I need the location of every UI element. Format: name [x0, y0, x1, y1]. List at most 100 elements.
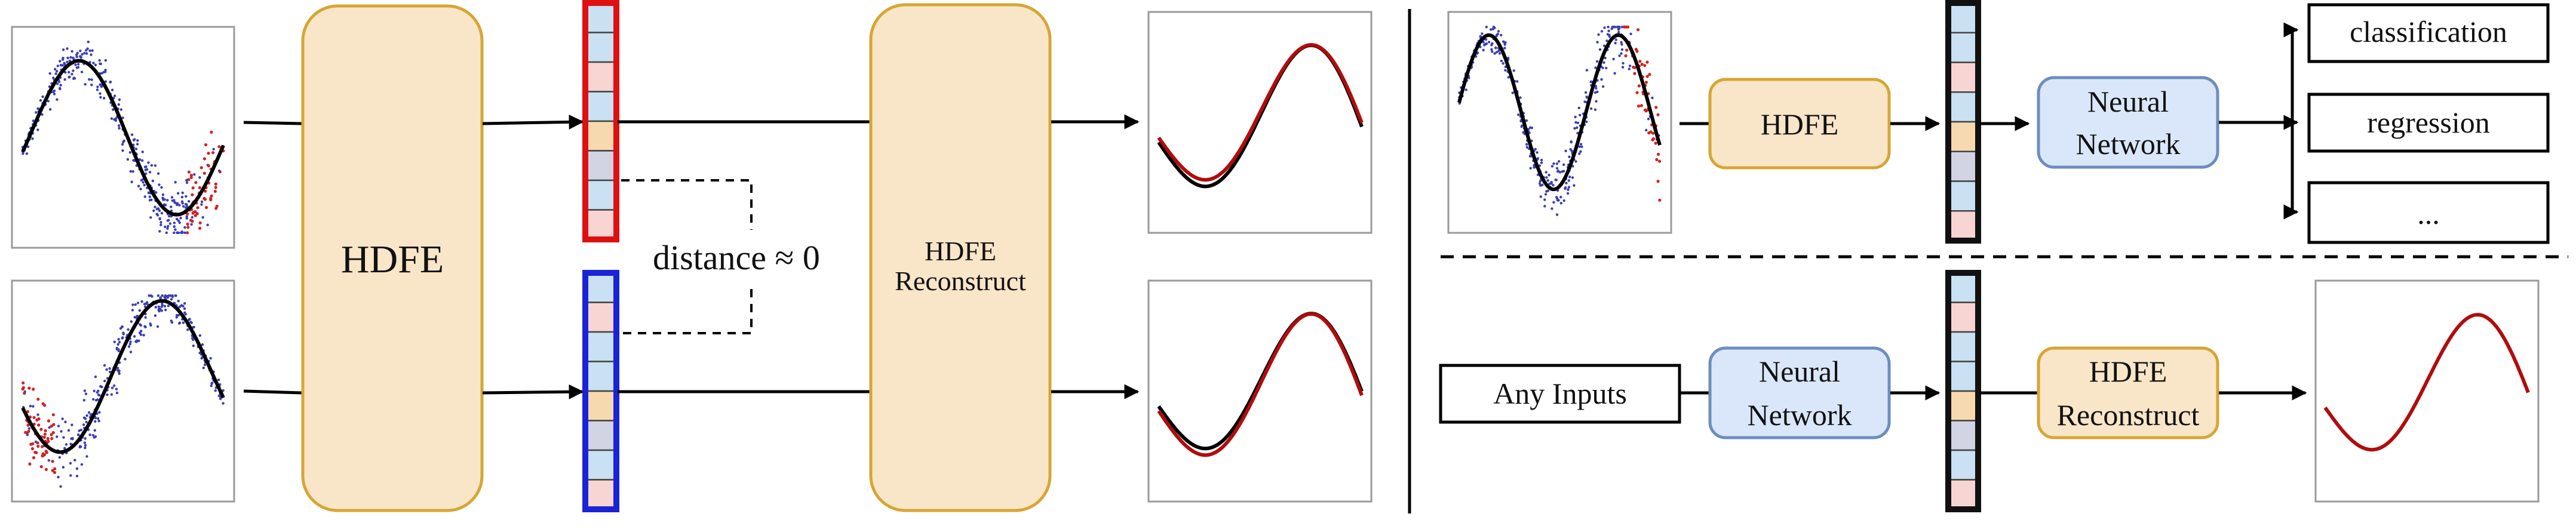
- scatter-point: [180, 230, 183, 233]
- scatter-point: [110, 393, 113, 396]
- scatter-point: [54, 72, 57, 75]
- vector-cell: [1947, 150, 1979, 182]
- scatter-point: [158, 230, 161, 233]
- scatter-point: [167, 294, 170, 297]
- scatter-point: [136, 302, 140, 305]
- distance-label-bg: [648, 230, 854, 284]
- scatter-point: [72, 69, 75, 72]
- output-plot-right: [2314, 279, 2540, 503]
- scatter-point: [217, 379, 220, 382]
- scatter-point: [160, 309, 164, 312]
- scatter-point: [93, 436, 96, 439]
- scatter-point: [167, 224, 170, 227]
- scatter-point: [79, 429, 83, 432]
- scatter-point: [56, 82, 59, 85]
- scatter-point: [118, 340, 121, 344]
- scatter-point: [50, 425, 53, 428]
- scatter-point: [26, 423, 30, 427]
- scatter-point: [1545, 176, 1548, 179]
- scatter-point: [100, 72, 103, 75]
- scatter-point: [1576, 131, 1579, 135]
- scatter-point: [109, 81, 112, 84]
- scatter-point: [191, 211, 195, 215]
- scatter-point: [139, 331, 142, 334]
- scatter-point: [39, 465, 43, 469]
- scatter-point: [97, 419, 100, 423]
- vector-cell: [584, 331, 618, 362]
- scatter-point: [41, 95, 44, 99]
- scatter-point: [103, 379, 106, 383]
- scatter-point: [1638, 60, 1642, 63]
- vector-cell: [1947, 449, 1979, 481]
- arrow-hdfe-to-blue-vector: [482, 384, 584, 399]
- scatter-point: [62, 57, 65, 60]
- scatter-point: [171, 294, 174, 297]
- scatter-point: [196, 206, 199, 210]
- scatter-point: [32, 456, 36, 460]
- scatter-point: [1519, 96, 1522, 99]
- scatter-point: [24, 430, 27, 434]
- scatter-point: [204, 143, 208, 147]
- scatter-point: [1597, 33, 1600, 36]
- scatter-point: [1585, 69, 1589, 72]
- scatter-point: [66, 56, 69, 60]
- scatter-point: [108, 370, 112, 374]
- scatter-point: [43, 432, 47, 436]
- scatter-point: [163, 198, 166, 201]
- scatter-point: [1589, 107, 1593, 110]
- scatter-point: [198, 351, 201, 355]
- scatter-point: [143, 325, 146, 328]
- vector-cell: [584, 302, 618, 333]
- scatter-point: [36, 441, 39, 445]
- scatter-point: [1656, 180, 1660, 183]
- scatter-point: [59, 84, 62, 87]
- scatter-point: [134, 147, 138, 150]
- scatter-point: [153, 205, 156, 208]
- vector-cell: [1947, 2, 1979, 33]
- hdfe-encoder-box: HDFE: [301, 4, 484, 512]
- scatter-point: [183, 302, 186, 305]
- scatter-point: [56, 64, 60, 67]
- scatter-point: [1565, 182, 1568, 184]
- scatter-point: [27, 427, 31, 430]
- reconstruct-bottom-label-line2: Reconstruct: [2057, 398, 2200, 432]
- scatter-point: [170, 321, 174, 324]
- scatter-point: [83, 441, 87, 444]
- scatter-point: [1617, 30, 1620, 34]
- neural-network-label-line1: Neural: [2087, 85, 2169, 118]
- scatter-point: [177, 299, 180, 303]
- scatter-point: [152, 209, 155, 213]
- scatter-point: [96, 85, 99, 88]
- scatter-point: [145, 302, 148, 305]
- neural-network-box-bottom: Neural Network: [1708, 346, 1891, 439]
- vector-cell: [1947, 61, 1979, 93]
- scatter-point: [207, 152, 210, 155]
- scatter-point: [1634, 48, 1638, 51]
- scatter-point: [1507, 57, 1510, 60]
- scatter-point: [198, 186, 201, 189]
- scatter-point: [134, 303, 137, 306]
- scatter-point: [132, 159, 135, 162]
- scatter-point: [139, 323, 142, 326]
- scatter-point: [69, 442, 72, 445]
- scatter-point: [70, 423, 73, 426]
- scatter-point: [182, 321, 185, 324]
- scatter-point: [150, 164, 153, 167]
- scatter-point: [163, 203, 166, 206]
- scatter-point: [82, 416, 86, 419]
- scatter-point: [187, 178, 191, 182]
- scatter-point: [137, 184, 140, 187]
- scatter-point: [26, 433, 29, 436]
- scatter-point: [108, 367, 111, 370]
- scatter-point: [89, 413, 93, 416]
- vector-border: [582, 0, 619, 242]
- scatter-point: [142, 181, 145, 184]
- scatter-point: [180, 195, 184, 199]
- scatter-point: [50, 436, 54, 441]
- scatter-point: [1623, 25, 1626, 29]
- scatter-point: [1612, 57, 1615, 61]
- scatter-point: [1595, 87, 1598, 90]
- scatter-point: [192, 345, 195, 347]
- scatter-point: [170, 298, 173, 301]
- scatter-point: [1491, 50, 1494, 53]
